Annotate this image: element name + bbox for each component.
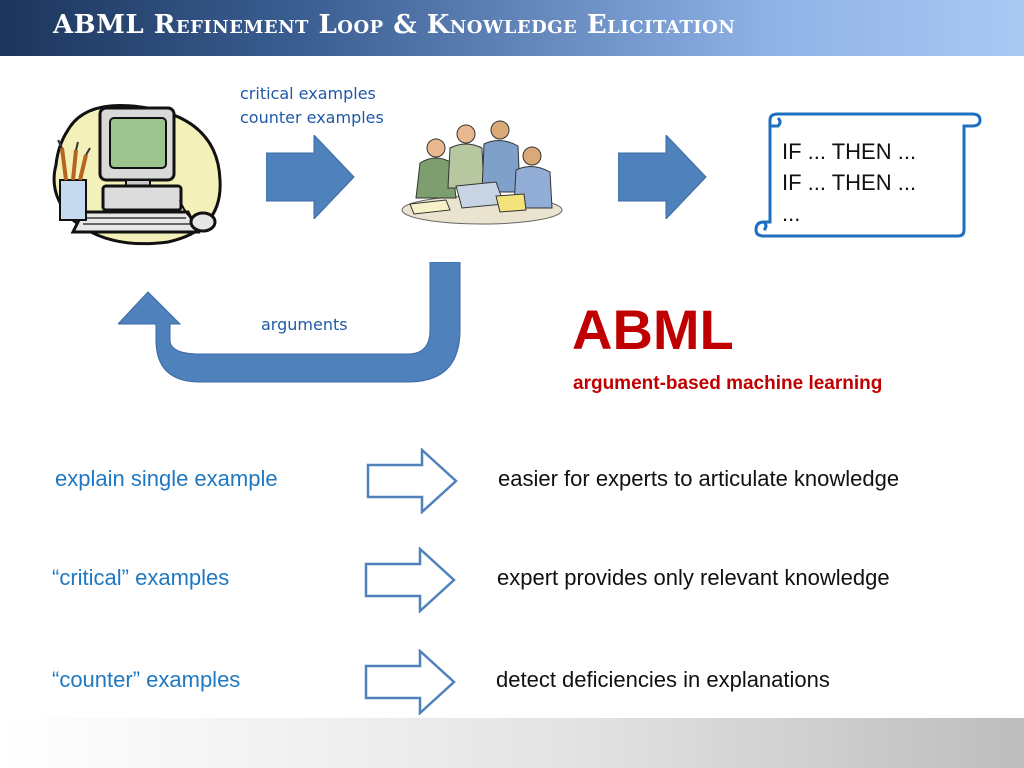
experts-group-clipart-icon (401, 120, 563, 225)
row-3-right-text: detect deficiencies in explanations (496, 667, 830, 692)
footer-bar (0, 718, 1024, 768)
row-1-right-text: easier for experts to articulate knowled… (498, 466, 900, 491)
row-3-arrow-icon (364, 649, 456, 715)
feedback-uturn-arrow (118, 262, 461, 383)
flow-arrow-1 (266, 135, 355, 219)
computer-clipart-icon (52, 104, 222, 246)
row-3-left-text: “counter” examples (52, 667, 241, 692)
row-2-left-text: “critical” examples (52, 565, 230, 590)
rules-text: IF ... THEN ... IF ... THEN ... ... (782, 136, 916, 229)
row-2-right-text: expert provides only relevant knowledge (497, 565, 890, 590)
arguments-label: arguments (261, 315, 348, 334)
rule-line-3: ... (782, 201, 801, 226)
slide-title: ABML Refinement Loop & Knowledge Elicita… (53, 10, 736, 40)
title-bar: ABML Refinement Loop & Knowledge Elicita… (0, 0, 1024, 56)
critical-examples-label: critical examples (240, 84, 376, 103)
rules-scroll-icon (754, 112, 982, 238)
abml-subheading: argument-based machine learning (573, 373, 883, 394)
row-1-left-text: explain single example (55, 466, 278, 491)
row-1-arrow-icon (366, 448, 458, 514)
counter-examples-label: counter examples (240, 108, 384, 127)
rule-line-2: IF ... THEN ... (782, 170, 917, 195)
flow-arrow-2 (618, 135, 707, 219)
rule-line-1: IF ... THEN ... (782, 139, 917, 164)
abml-heading: ABML (572, 298, 734, 361)
row-2-arrow-icon (364, 547, 456, 613)
